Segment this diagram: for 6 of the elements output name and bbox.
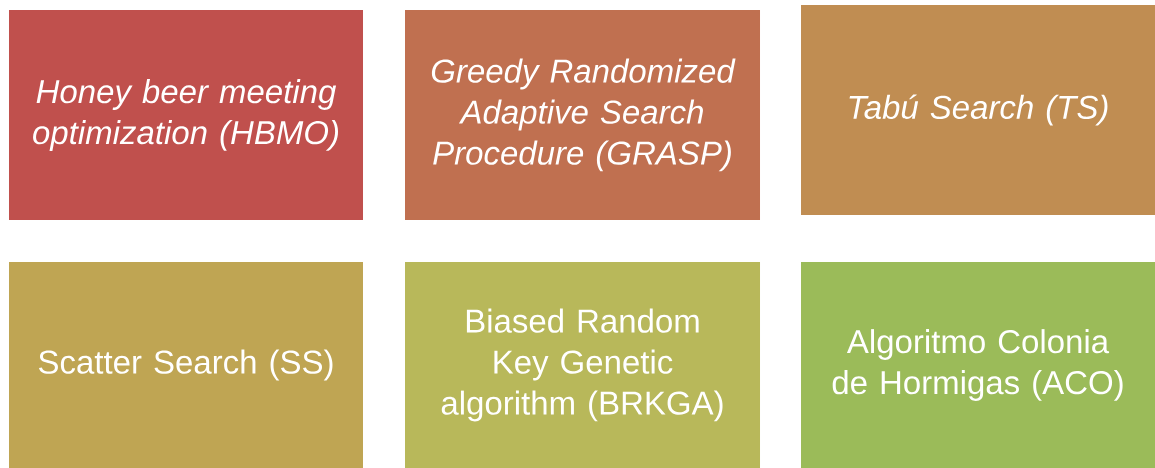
text-box: Biased Random Key Genetic algorithm (BRKGA) — [405, 262, 760, 468]
text-box: Algoritmo Colonia de Hormigas (ACO) — [801, 262, 1155, 468]
text-box: Greedy Randomized Adaptive Search Procedure (GRASP) — [405, 10, 760, 220]
text-box: Honey beer meeting optimization (HBMO) — [9, 10, 363, 220]
text-box: Scatter Search (SS) — [9, 262, 363, 468]
text-box: Tabú Search (TS) — [801, 5, 1155, 215]
